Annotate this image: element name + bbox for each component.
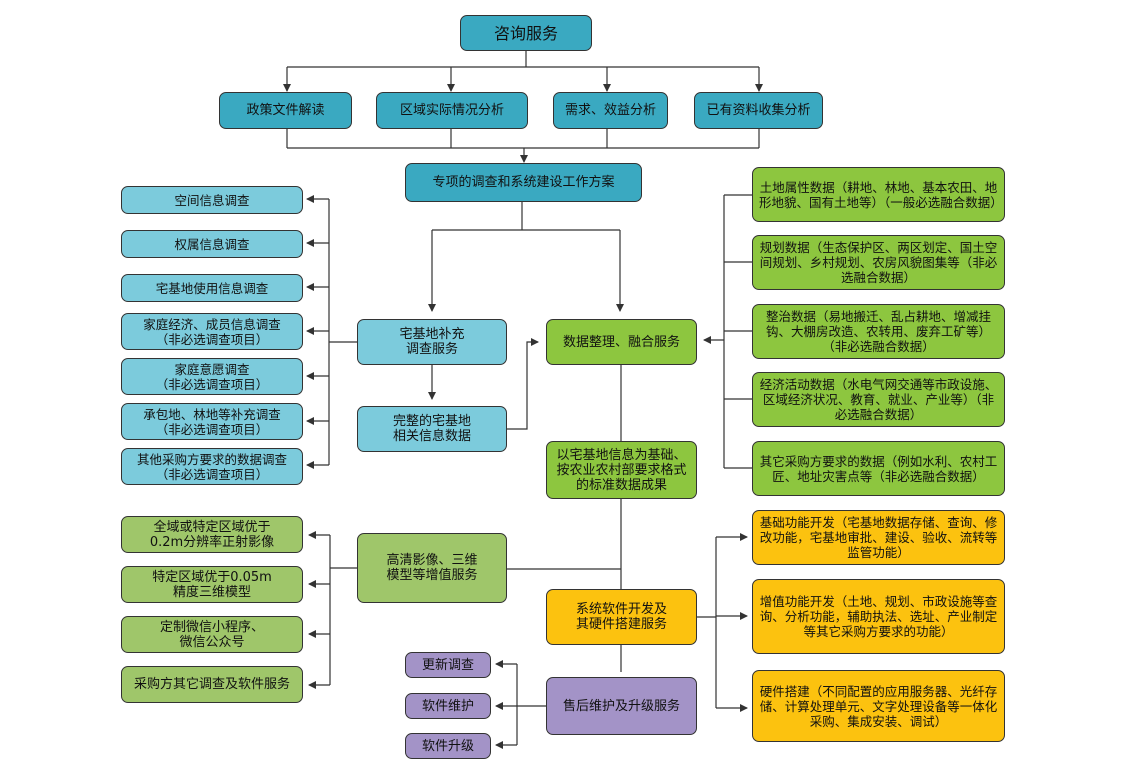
maintenance-item-software-upgrade: 软件升级 xyxy=(405,733,491,759)
node-homestead-supplement-survey: 宅基地补充 调查服务 xyxy=(357,319,507,365)
data-item-planning: 规划数据（生态保护区、两区划定、国土空间规划、乡村规划、农房风貌图集等（非必选融… xyxy=(752,235,1005,290)
survey-item-other-required: 其他采购方要求的数据调查 （非必选调查项目） xyxy=(121,448,303,485)
dev-item-hardware-setup: 硬件搭建（不同配置的应用服务器、光纤存储、计算处理单元、文字处理设备等一体化采购… xyxy=(752,670,1005,742)
survey-item-family-economy: 家庭经济、成员信息调查 （非必选调查项目） xyxy=(121,313,303,350)
data-item-land-attribute: 土地属性数据（耕地、林地、基本农田、地形地貌、国有土地等）（一般必选融合数据） xyxy=(752,167,1005,222)
dev-item-basic-functions: 基础功能开发（宅基地数据存储、查询、修改功能，宅基地审批、建设、验收、流转等监管… xyxy=(752,510,1005,565)
node-consulting-service: 咨询服务 xyxy=(460,15,592,51)
node-demand-benefit-analysis: 需求、效益分析 xyxy=(553,92,668,129)
survey-item-family-wish: 家庭意愿调查 （非必选调查项目） xyxy=(121,358,303,395)
node-policy-interpretation: 政策文件解读 xyxy=(219,92,352,129)
dev-item-value-added-functions: 增值功能开发（土地、规划、市政设施等查询、分析功能，辅助执法、选址、产业制定等其… xyxy=(752,579,1005,654)
node-data-fusion-service: 数据整理、融合服务 xyxy=(546,319,697,365)
survey-item-spatial: 空间信息调查 xyxy=(121,186,303,214)
node-software-development: 系统软件开发及 其硬件搭建服务 xyxy=(546,589,697,645)
data-item-other-required: 其它采购方要求的数据（例如水利、农村工匠、地址灾害点等（非必选融合数据） xyxy=(752,441,1005,496)
node-after-sales-service: 售后维护及升级服务 xyxy=(546,677,697,735)
maintenance-item-software-maintenance: 软件维护 xyxy=(405,693,491,719)
node-region-analysis: 区域实际情况分析 xyxy=(376,92,528,129)
imagery-item-orthophoto: 全域或特定区域优于 0.2m分辨率正射影像 xyxy=(121,516,303,553)
imagery-item-other-services: 采购方其它调查及软件服务 xyxy=(121,666,303,703)
data-item-economic-activity: 经济活动数据（水电气网交通等市政设施、区域经济状况、教育、就业、产业等）（非必选… xyxy=(752,372,1005,427)
node-special-survey-plan: 专项的调查和系统建设工作方案 xyxy=(405,163,642,202)
survey-item-homestead-use: 宅基地使用信息调查 xyxy=(121,274,303,302)
survey-item-contract-land: 承包地、林地等补充调查 （非必选调查项目） xyxy=(121,403,303,440)
imagery-item-3d-model: 特定区域优于0.05m 精度三维模型 xyxy=(121,566,303,603)
node-existing-data-analysis: 已有资料收集分析 xyxy=(694,92,823,129)
imagery-item-wechat-app: 定制微信小程序、 微信公众号 xyxy=(121,616,303,653)
node-complete-homestead-data: 完整的宅基地 相关信息数据 xyxy=(357,406,507,452)
maintenance-item-update-survey: 更新调查 xyxy=(405,652,491,678)
node-hd-imagery-service: 高清影像、三维 模型等增值服务 xyxy=(357,533,507,603)
data-item-remediation: 整治数据（易地搬迁、乱占耕地、增减挂钩、大棚房改造、农转用、废弃工矿等）（非必选… xyxy=(752,304,1005,359)
survey-item-ownership: 权属信息调查 xyxy=(121,230,303,258)
node-standard-data-result: 以宅基地信息为基础、 按农业农村部要求格式 的标准数据成果 xyxy=(546,441,697,499)
